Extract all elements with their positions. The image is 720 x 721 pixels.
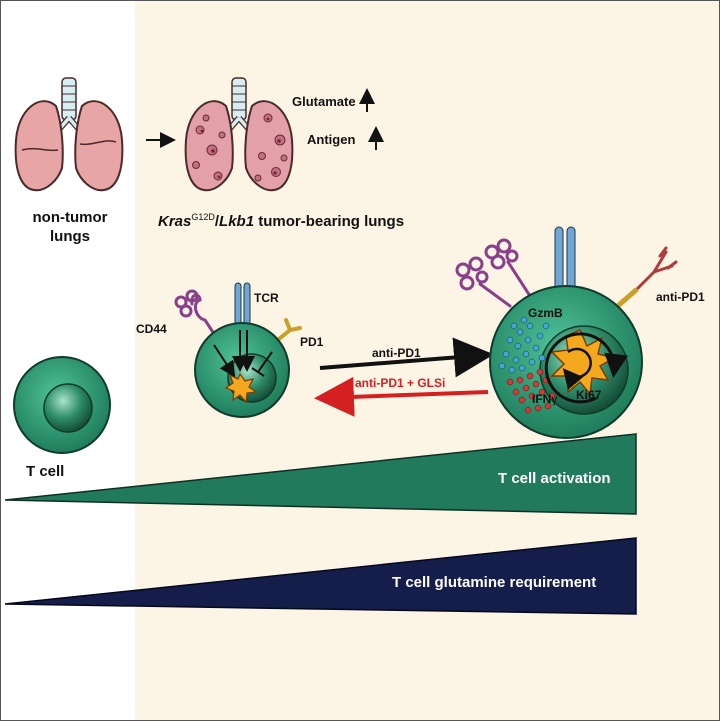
non-tumor-line1: non-tumor bbox=[32, 209, 108, 226]
anti-pd1-antibody bbox=[636, 246, 678, 290]
ifn-text: IFN bbox=[532, 392, 552, 406]
glutamine-wedge bbox=[4, 537, 637, 615]
ifn-gamma-granules bbox=[506, 368, 556, 414]
anti-pd1-antibody-label: anti-PD1 bbox=[656, 290, 705, 304]
non-tumor-lungs-label: non-tumor lungs bbox=[14, 208, 126, 246]
tcr-receptor bbox=[234, 282, 251, 326]
proliferation-burst bbox=[550, 329, 616, 396]
ki67-label: Ki67 bbox=[576, 388, 602, 402]
t-cell-label: T cell bbox=[26, 463, 65, 480]
tumor-gene1: Kras bbox=[158, 213, 192, 230]
resting-t-cell bbox=[13, 356, 111, 454]
tumor-sup: G12D bbox=[191, 212, 215, 222]
ifn-gamma-symbol: γ bbox=[551, 392, 558, 406]
tumor-suffix: tumor-bearing lungs bbox=[254, 213, 405, 230]
anti-pd1-arrow bbox=[319, 337, 494, 378]
glutamate-label: Glutamate bbox=[292, 94, 356, 109]
gzmb-label: GzmB bbox=[528, 306, 563, 320]
anti-pd1-glsi-arrow bbox=[314, 376, 489, 417]
tcr-label: TCR bbox=[254, 291, 279, 305]
t-cell-glutamine-requirement-label: T cell glutamine requirement bbox=[392, 574, 597, 591]
primed-t-cell bbox=[174, 282, 302, 418]
tumor-sep: / bbox=[214, 213, 220, 230]
tumor-bearing-lungs-label: KrasG12D/Lkb1 tumor-bearing lungs bbox=[158, 212, 404, 230]
gzmb-granules bbox=[498, 316, 550, 374]
antigen-label: Antigen bbox=[307, 132, 356, 147]
tumor-bearing-lungs-illustration bbox=[184, 77, 294, 192]
tumor-gene2: Lkb1 bbox=[219, 213, 255, 230]
effector-t-cell bbox=[455, 226, 678, 439]
activation-burst bbox=[224, 372, 258, 404]
ifn-label: IFNγ bbox=[532, 392, 557, 406]
activation-wedge bbox=[4, 433, 637, 515]
pd1-label: PD1 bbox=[300, 335, 324, 349]
cd44-label: CD44 bbox=[136, 322, 167, 336]
non-tumor-lungs-illustration bbox=[14, 77, 124, 192]
cd44-receptor bbox=[174, 289, 220, 342]
anti-pd1-glsi-label: anti-PD1 + GLSi bbox=[355, 376, 446, 390]
anti-pd1-arrow-label: anti-PD1 bbox=[372, 346, 421, 360]
non-tumor-line2: lungs bbox=[50, 228, 90, 245]
cd44-receptor-cluster bbox=[455, 238, 532, 308]
cell-cycle-arrow bbox=[544, 332, 629, 404]
t-cell-activation-label: T cell activation bbox=[498, 470, 611, 487]
